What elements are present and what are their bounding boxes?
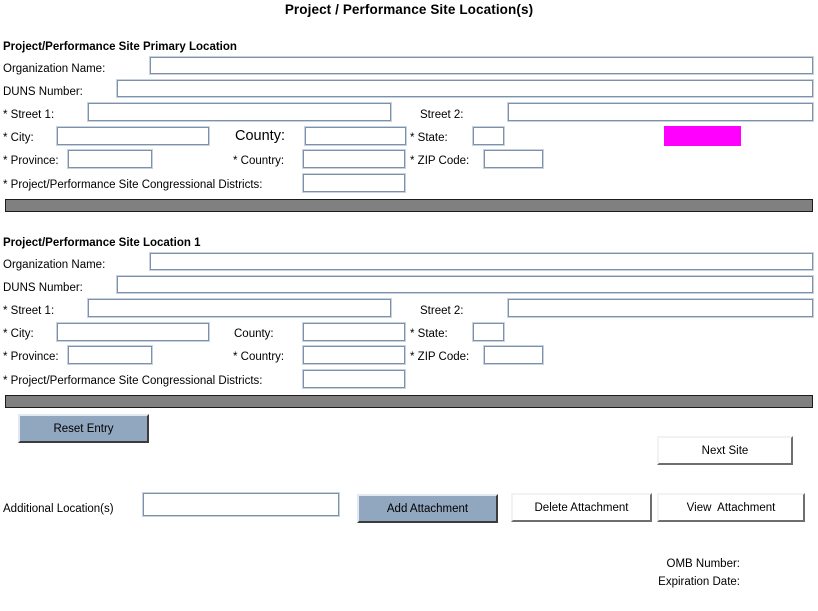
- label-province-primary: * Province:: [3, 155, 59, 167]
- label-city-primary: * City:: [3, 132, 34, 144]
- input-duns-number-primary[interactable]: [116, 79, 814, 98]
- input-duns-number-loc1[interactable]: [116, 275, 814, 294]
- input-organization-name-primary[interactable]: [149, 56, 814, 75]
- input-state-primary[interactable]: [472, 126, 505, 146]
- input-street2-primary[interactable]: [507, 102, 814, 122]
- add-attachment-button[interactable]: Add Attachment: [357, 494, 498, 523]
- input-state-loc1[interactable]: [472, 322, 505, 342]
- input-county-loc1[interactable]: [302, 322, 406, 342]
- label-organization-name-primary: Organization Name:: [3, 63, 106, 75]
- expiration-date-label: Expiration Date:: [658, 576, 740, 588]
- label-zip-loc1: * ZIP Code:: [410, 351, 470, 363]
- label-country-primary: * Country:: [233, 155, 285, 167]
- label-street2-loc1: Street 2:: [420, 305, 464, 317]
- input-districts-loc1[interactable]: [302, 369, 406, 389]
- input-organization-name-loc1[interactable]: [149, 252, 814, 271]
- input-province-primary[interactable]: [67, 149, 153, 169]
- next-site-button[interactable]: Next Site: [657, 436, 793, 465]
- section-heading-location-1: Project/Performance Site Location 1: [3, 237, 201, 249]
- section-separator-bar-2: [5, 395, 813, 408]
- label-duns-number-primary: DUNS Number:: [3, 86, 83, 98]
- label-districts-primary: * Project/Performance Site Congressional…: [3, 179, 263, 191]
- label-organization-name-loc1: Organization Name:: [3, 259, 106, 271]
- input-street2-loc1[interactable]: [507, 298, 814, 318]
- input-country-loc1[interactable]: [302, 345, 406, 365]
- omb-number-label: OMB Number:: [666, 558, 741, 570]
- input-county-primary[interactable]: [304, 126, 407, 146]
- input-zip-loc1[interactable]: [483, 345, 544, 365]
- label-street1-primary: * Street 1:: [3, 109, 55, 121]
- label-additional-locations: Additional Location(s): [3, 503, 114, 515]
- highlight-block-magenta: [664, 126, 741, 146]
- label-province-loc1: * Province:: [3, 351, 59, 363]
- input-province-loc1[interactable]: [67, 345, 153, 365]
- label-districts-loc1: * Project/Performance Site Congressional…: [3, 375, 263, 387]
- label-street2-primary: Street 2:: [420, 109, 464, 121]
- input-country-primary[interactable]: [302, 149, 406, 169]
- input-additional-locations[interactable]: [142, 492, 340, 517]
- label-country-loc1: * Country:: [233, 351, 285, 363]
- page-title: Project / Performance Site Location(s): [284, 2, 534, 17]
- input-city-loc1[interactable]: [56, 322, 210, 342]
- input-street1-primary[interactable]: [87, 102, 392, 122]
- reset-entry-button[interactable]: Reset Entry: [18, 414, 149, 443]
- section-heading-primary-location: Project/Performance Site Primary Locatio…: [3, 41, 237, 53]
- label-zip-primary: * ZIP Code:: [410, 155, 470, 167]
- label-county-primary: County:: [235, 128, 285, 144]
- label-county-loc1: County:: [234, 328, 274, 340]
- view-attachment-button[interactable]: View Attachment: [657, 493, 805, 522]
- section-separator-bar-1: [5, 199, 813, 212]
- input-districts-primary[interactable]: [302, 173, 406, 193]
- delete-attachment-button[interactable]: Delete Attachment: [511, 493, 652, 522]
- label-duns-number-loc1: DUNS Number:: [3, 282, 83, 294]
- input-city-primary[interactable]: [56, 126, 210, 146]
- input-street1-loc1[interactable]: [87, 298, 392, 318]
- label-state-primary: * State:: [410, 132, 448, 144]
- input-zip-primary[interactable]: [483, 149, 544, 169]
- label-city-loc1: * City:: [3, 328, 34, 340]
- label-street1-loc1: * Street 1:: [3, 305, 55, 317]
- label-state-loc1: * State:: [410, 328, 448, 340]
